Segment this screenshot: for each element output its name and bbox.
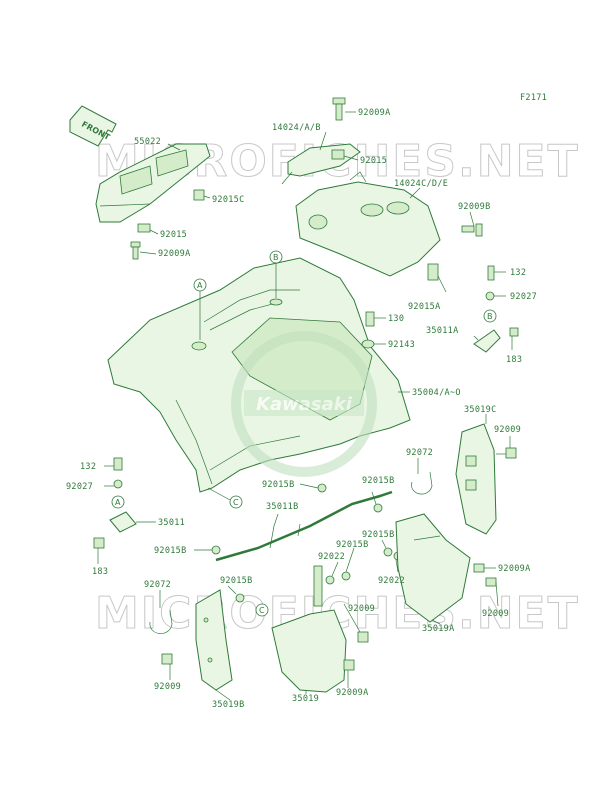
label-92015-b: 92015 — [360, 156, 387, 166]
label-92022-1: 92022 — [318, 552, 345, 562]
label-92072-left: 92072 — [144, 580, 171, 590]
bolt-92009a-top — [332, 97, 346, 121]
label-92143: 92143 — [388, 340, 415, 350]
label-14024ab: 14024/A/B — [272, 123, 321, 133]
label-92009a-right: 92009A — [498, 564, 531, 574]
label-92009-right: 92009 — [494, 425, 521, 435]
label-92009-right-bottom: 92009 — [482, 609, 509, 619]
clip-92015a — [427, 263, 439, 281]
label-35011: 35011 — [158, 518, 185, 528]
front-arrow-icon: FRONT — [69, 105, 117, 147]
label-92015-a: 92015 — [160, 230, 187, 240]
label-92009b: 92009B — [458, 202, 491, 212]
label-132-left: 132 — [80, 462, 96, 472]
part-35019c-mudflap — [455, 423, 497, 535]
nut-92015b-3 — [211, 545, 221, 555]
bolt-92009-right — [496, 447, 517, 459]
svg-text:A: A — [197, 281, 203, 290]
label-35019: 35019 — [292, 694, 319, 704]
label-92009a-bottom: 92009A — [336, 688, 369, 698]
label-92009-left: 92009 — [154, 682, 181, 692]
svg-text:Kawasaki: Kawasaki — [256, 394, 353, 415]
part-35019-mudflap — [271, 565, 347, 693]
part-55022-lamp-housing — [95, 143, 211, 223]
label-35004: 35004/A~O — [412, 388, 461, 398]
bolt-92009b — [461, 223, 483, 237]
nut-92015b-2 — [373, 503, 383, 513]
svg-text:B: B — [487, 312, 493, 321]
bolt-92009-middle — [357, 631, 369, 643]
label-92072-right: 92072 — [406, 448, 433, 458]
part-14024cde-cover-large — [295, 171, 441, 277]
nut-92015b-4 — [341, 571, 351, 581]
nut-92015b-6 — [235, 593, 245, 603]
figure-code: F2171 — [520, 93, 547, 103]
kawasaki-logo: Kawasaki — [231, 331, 377, 477]
washer-92022-1 — [325, 575, 335, 585]
svg-text:A: A — [115, 498, 121, 507]
nut-92015b-1 — [317, 483, 327, 493]
part-35011a-bracket — [473, 265, 519, 353]
label-92027-left: 92027 — [66, 482, 93, 492]
label-55022: 55022 — [134, 137, 161, 147]
svg-text:B: B — [273, 253, 279, 262]
label-35011b: 35011B — [266, 502, 299, 512]
ref-circle-c-top: C — [207, 487, 243, 509]
ref-circle-c-bottom: C — [255, 603, 269, 617]
label-92009a-a: 92009A — [158, 249, 191, 259]
label-92015b-6: 92015B — [220, 576, 253, 586]
bolt-92009a-right — [473, 563, 485, 573]
clamp-92072-left — [149, 609, 173, 634]
label-132-right: 132 — [510, 268, 526, 278]
label-92015a: 92015A — [408, 302, 441, 312]
label-92015b-2: 92015B — [362, 476, 395, 486]
label-92015c: 92015C — [212, 195, 245, 205]
svg-text:C: C — [233, 498, 239, 507]
bolt-92009-right-bottom — [485, 577, 497, 587]
label-92015b-4: 92015B — [336, 540, 369, 550]
label-35011a: 35011A — [426, 326, 459, 336]
ref-circle-b-top: B — [269, 250, 283, 298]
label-92027-right: 92027 — [510, 292, 537, 302]
part-35011b-stay — [215, 490, 393, 562]
ref-circle-a-top: A — [193, 278, 207, 340]
label-183-left: 183 — [92, 567, 108, 577]
leader-lines — [97, 111, 513, 701]
label-35019b: 35019B — [212, 700, 245, 710]
label-130: 130 — [388, 314, 404, 324]
clip-92015-left — [137, 223, 151, 233]
label-35019c: 35019C — [464, 405, 497, 415]
clip-92015-top — [331, 149, 345, 160]
label-92022-2: 92022 — [378, 576, 405, 586]
label-92009a-top: 92009A — [358, 108, 391, 118]
ref-circle-a-left: A — [111, 495, 125, 509]
label-92009-middle: 92009 — [348, 604, 375, 614]
label-35019a: 35019A — [422, 624, 455, 634]
part-35019a-mudflap — [395, 513, 471, 623]
bolt-92009a-bottom — [343, 659, 355, 671]
label-92015b-1: 92015B — [262, 480, 295, 490]
label-183-right: 183 — [506, 355, 522, 365]
bolt-92009a-left — [130, 241, 141, 260]
bolt-92009-left — [161, 653, 173, 665]
part-35019b-mudflap — [195, 589, 233, 691]
label-92015b-5: 92015B — [362, 530, 395, 540]
nut-92015b-5 — [383, 547, 393, 557]
washer-92143 — [361, 339, 375, 349]
clip-92015c — [193, 189, 205, 201]
clamp-92072-right — [411, 471, 433, 495]
label-92015b-3: 92015B — [154, 546, 187, 556]
bolt-130 — [365, 311, 375, 327]
ref-circle-b-right: B — [483, 309, 497, 323]
svg-text:C: C — [259, 606, 265, 615]
label-14024cde: 14024C/D/E — [394, 179, 448, 189]
part-35011-bracket — [93, 457, 137, 549]
